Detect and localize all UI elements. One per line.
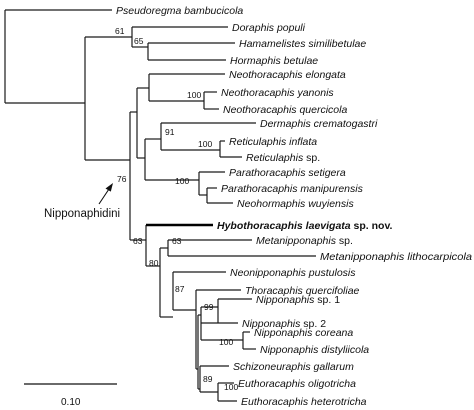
taxon-dermaphis-crematogastri: Dermaphis crematogastri xyxy=(260,118,378,130)
taxon-pseudoregma-bambucicola: Pseudoregma bambucicola xyxy=(116,5,243,17)
tree-branches xyxy=(4,9,316,402)
taxon-metanipponaphis-lithocarpicola: Metanipponaphis lithocarpicola xyxy=(320,251,472,263)
support-value-87: 87 xyxy=(175,284,185,294)
support-value-63-hybothoracaphis: 63 xyxy=(133,236,143,246)
annotation-arrow-line xyxy=(98,188,110,205)
taxon-nipponaphis-sp2: Nipponaphis sp. 2 xyxy=(242,318,326,330)
support-value-99: 99 xyxy=(204,302,214,312)
taxon-nipponaphis-distyliicola: Nipponaphis distyliicola xyxy=(260,344,369,356)
support-value-100-neothoracaphis: 100 xyxy=(187,90,201,100)
scale-bar: 0.10 xyxy=(24,383,117,408)
taxon-reticulaphis-sp: Reticulaphis sp. xyxy=(246,152,320,164)
clade-label-nipponaphidini: Nipponaphidini xyxy=(44,208,120,220)
taxon-hamamelistes-similibetulae: Hamamelistes similibetulae xyxy=(239,38,366,50)
support-value-100-euthoracaphis: 100 xyxy=(224,382,238,392)
taxon-neonipponaphis-pustulosis: Neonipponaphis pustulosis xyxy=(230,267,356,279)
taxon-parathoracaphis-setigera: Parathoracaphis setigera xyxy=(229,167,346,179)
taxon-nipponaphis-sp1: Nipponaphis sp. 1 xyxy=(256,294,340,306)
taxon-doraphis-populi: Doraphis populi xyxy=(232,22,306,34)
taxon-euthoracaphis-heterotricha: Euthoracaphis heterotricha xyxy=(241,396,367,408)
taxon-metanipponaphis-sp: Metanipponaphis sp. xyxy=(256,235,353,247)
support-value-100-parathoracaphis: 100 xyxy=(175,176,189,186)
taxon-reticulaphis-inflata: Reticulaphis inflata xyxy=(229,136,317,148)
taxon-schizoneuraphis-gallarum: Schizoneuraphis gallarum xyxy=(233,361,354,373)
support-value-61: 61 xyxy=(115,26,125,36)
support-values: 61 65 100 91 100 100 76 63 63 80 87 99 1… xyxy=(115,26,238,392)
nipponaphidini-annotation: Nipponaphidini xyxy=(44,183,120,220)
scale-bar-label: 0.10 xyxy=(61,397,81,408)
support-value-80: 80 xyxy=(149,258,159,268)
support-value-89: 89 xyxy=(203,374,213,384)
taxon-euthoracaphis-oligotricha: Euthoracaphis oligotricha xyxy=(238,378,356,390)
support-value-63-metanipponaphis: 63 xyxy=(172,236,182,246)
taxon-neothoracaphis-quercicola: Neothoracaphis quercicola xyxy=(223,104,347,116)
support-value-91: 91 xyxy=(165,127,175,137)
support-value-100-nipponaphis: 100 xyxy=(219,337,233,347)
taxon-neothoracaphis-elongata: Neothoracaphis elongata xyxy=(229,69,346,81)
taxon-neohormaphis-wuyiensis: Neohormaphis wuyiensis xyxy=(237,198,354,210)
taxon-nipponaphis-coreana: Nipponaphis coreana xyxy=(254,327,353,339)
taxon-neothoracaphis-yanonis: Neothoracaphis yanonis xyxy=(221,87,334,99)
support-value-100-reticulaphis: 100 xyxy=(198,139,212,149)
annotation-arrowhead xyxy=(105,183,113,192)
support-value-76: 76 xyxy=(117,174,127,184)
taxon-thoracaphis-quercifoliae: Thoracaphis quercifoliae xyxy=(245,285,360,297)
taxon-labels: Pseudoregma bambucicola Doraphis populi … xyxy=(116,5,472,408)
support-value-65: 65 xyxy=(134,36,144,46)
taxon-hybothoracaphis-laevigata: Hybothoracaphis laevigata sp. nov. xyxy=(217,220,393,232)
taxon-hormaphis-betulae: Hormaphis betulae xyxy=(230,55,318,67)
taxon-parathoracaphis-manipurensis: Parathoracaphis manipurensis xyxy=(221,183,364,195)
